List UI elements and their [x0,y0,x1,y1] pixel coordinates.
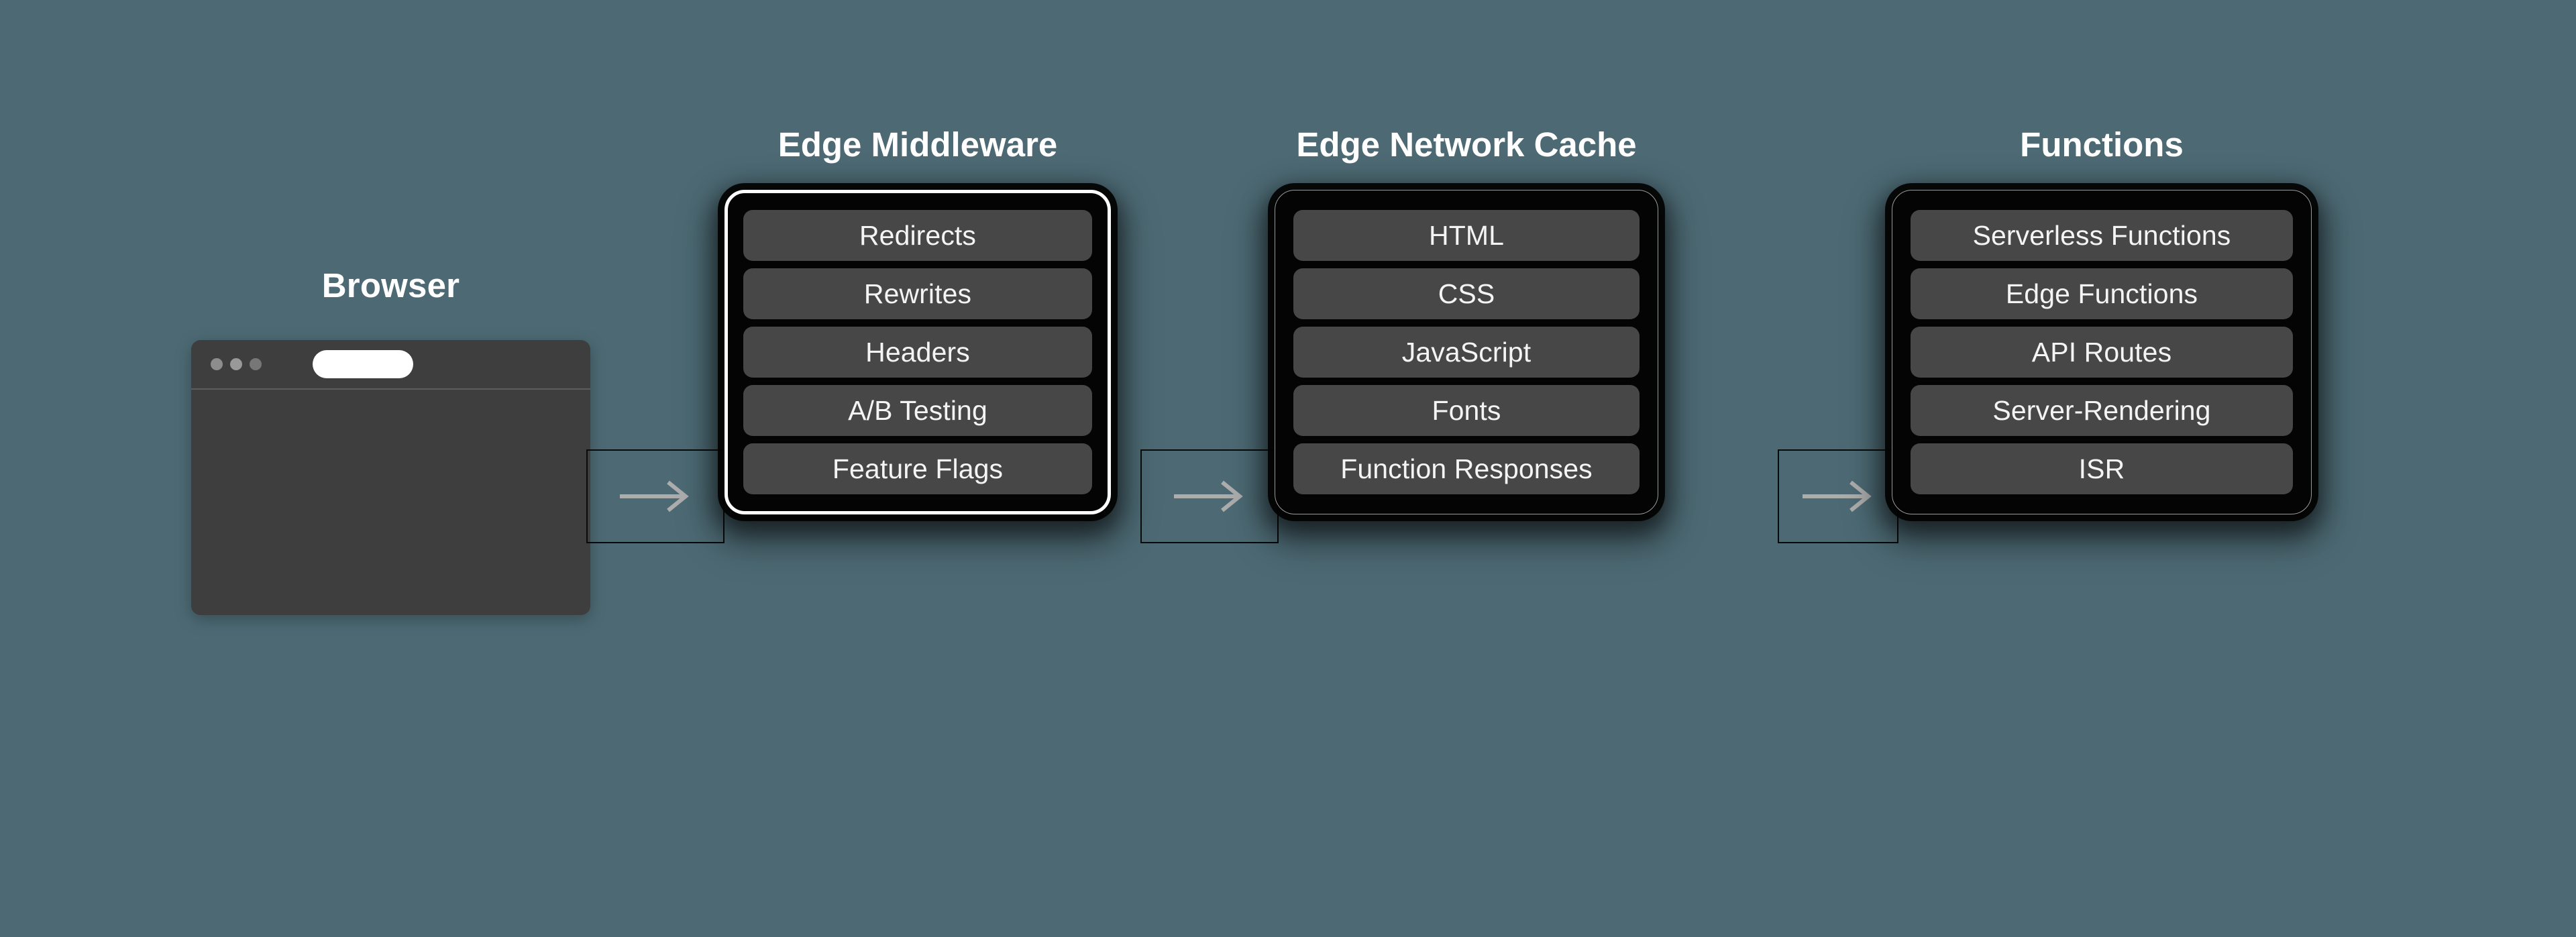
stage-title-edge-middleware: Edge Middleware [777,125,1058,164]
stage-title-edge-network-cache: Edge Network Cache [1296,125,1637,164]
panel-edge-middleware: Redirects Rewrites Headers A/B Testing F… [724,190,1111,514]
arrow-right-icon [620,480,689,512]
arrow-right-icon [1174,480,1243,512]
chip-item[interactable]: JavaScript [1293,327,1640,378]
chip-item[interactable]: Serverless Functions [1911,210,2293,261]
arrow-right-icon [1803,480,1872,512]
panel-edge-network-cache: HTML CSS JavaScript Fonts Function Respo… [1275,190,1658,514]
browser-chrome [191,340,590,390]
panel-functions: Serverless Functions Edge Functions API … [1892,190,2312,514]
browser-traffic-lights [211,358,262,370]
stage-title-functions: Functions [2020,125,2184,164]
connector-middleware-to-cache [1140,449,1279,543]
chip-item[interactable]: Server-Rendering [1911,385,2293,436]
chip-item[interactable]: Edge Functions [1911,268,2293,319]
browser-viewport [191,390,590,615]
browser-window-mock [191,340,590,615]
chip-list-edge-network-cache: HTML CSS JavaScript Fonts Function Respo… [1293,210,1640,494]
traffic-light-yellow-icon [230,358,242,370]
chip-item[interactable]: Feature Flags [743,443,1092,494]
chip-item[interactable]: Function Responses [1293,443,1640,494]
chip-item[interactable]: API Routes [1911,327,2293,378]
browser-stage: Browser [191,268,590,615]
traffic-light-red-icon [211,358,223,370]
connector-browser-to-middleware [586,449,724,543]
traffic-light-green-icon [250,358,262,370]
stage-edge-middleware: Edge Middleware Redirects Rewrites Heade… [724,127,1111,514]
chip-item[interactable]: Fonts [1293,385,1640,436]
connector-cache-to-functions [1778,449,1898,543]
chip-item[interactable]: A/B Testing [743,385,1092,436]
chip-list-functions: Serverless Functions Edge Functions API … [1911,210,2293,494]
chip-item[interactable]: Rewrites [743,268,1092,319]
chip-item[interactable]: CSS [1293,268,1640,319]
chip-item[interactable]: ISR [1911,443,2293,494]
chip-item[interactable]: Redirects [743,210,1092,261]
chip-list-edge-middleware: Redirects Rewrites Headers A/B Testing F… [743,210,1092,494]
chip-item[interactable]: HTML [1293,210,1640,261]
browser-title: Browser [321,266,460,305]
chip-item[interactable]: Headers [743,327,1092,378]
stage-edge-network-cache: Edge Network Cache HTML CSS JavaScript F… [1275,127,1658,514]
browser-url-bar[interactable] [313,350,413,378]
stage-functions: Functions Serverless Functions Edge Func… [1892,127,2312,514]
